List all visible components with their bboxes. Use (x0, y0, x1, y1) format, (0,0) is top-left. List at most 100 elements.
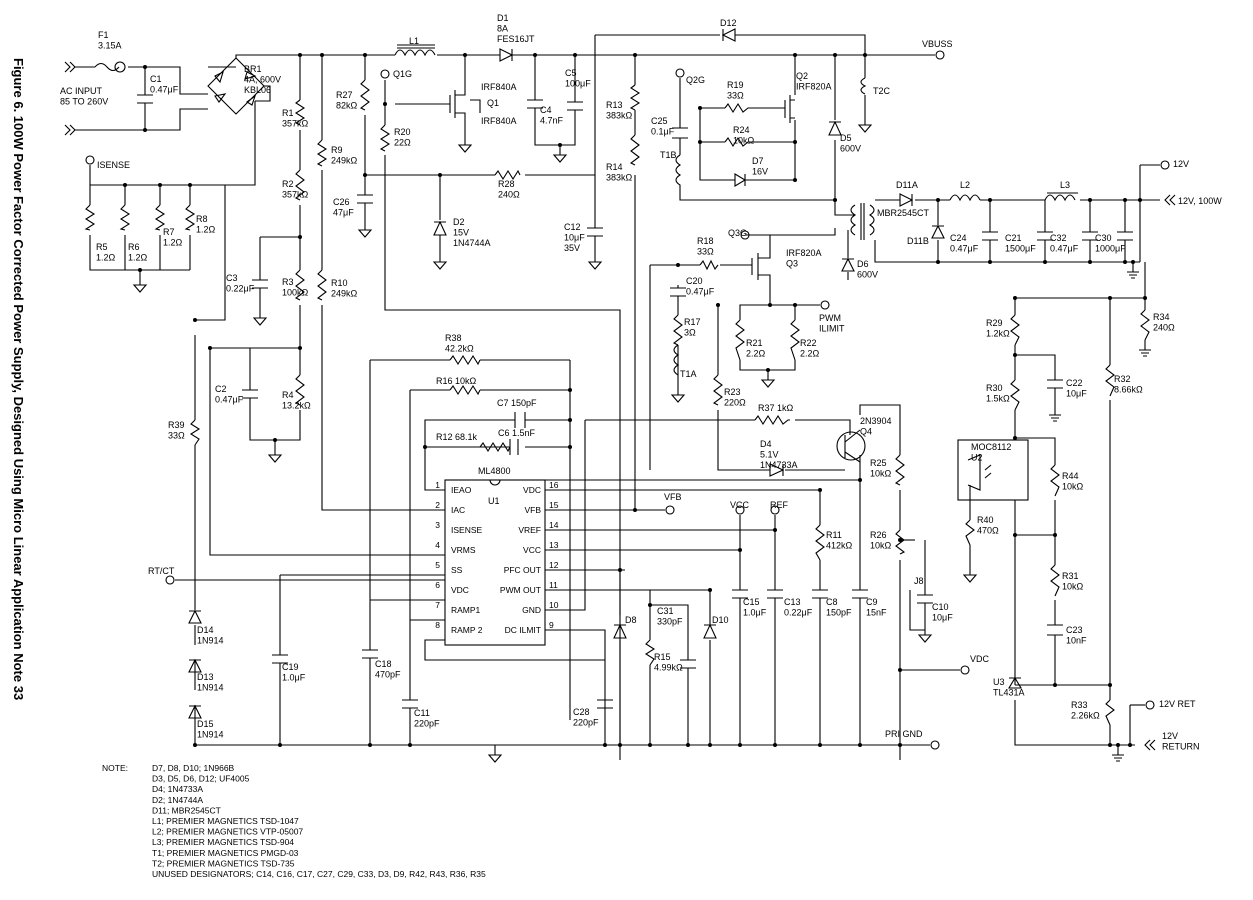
label-j8: J8 (914, 576, 924, 586)
ic-pin-name: RAMP 2 (451, 625, 483, 635)
label-ref: REF (770, 500, 789, 510)
label-d12: D12 (720, 18, 737, 28)
label-rtct: RT/CT (148, 566, 175, 576)
label-out-12v-100w: 12V, 100W (1178, 196, 1222, 206)
ic-pin-name: PFC OUT (504, 565, 541, 575)
ic-pin-number: 8 (435, 620, 440, 630)
ic-pin-name: RAMP1 (451, 605, 481, 615)
label-d11a: D11A (896, 180, 918, 190)
label-c6: C6 1.5nF (498, 428, 536, 438)
ic-pin-number: 5 (435, 560, 440, 570)
ic-pin-number: 9 (549, 620, 554, 630)
ground-symbols (132, 124, 1151, 763)
figure-title: Figure 6. 100W Power Factor Corrected Po… (11, 58, 26, 700)
ic-pin-number: 2 (435, 500, 440, 510)
ic-pin-number: 4 (435, 540, 440, 550)
ic-pin-name: VREF (518, 525, 541, 535)
ml4800-ic (444, 479, 546, 646)
note-line: L1; PREMIER MAGNETICS TSD-1047 (152, 816, 299, 826)
notes-heading: NOTE: (102, 763, 128, 773)
junction-dots (123, 53, 1147, 747)
ic-pin-number: 7 (435, 600, 440, 610)
label-pri-gnd: PRI GND (885, 729, 923, 739)
label-vdc: VDC (970, 654, 990, 664)
label-l2: L2 (960, 180, 970, 190)
ic-pin-name: IEAO (451, 485, 472, 495)
ic-pin-name: VCC (523, 545, 541, 555)
ic-name: ML4800 (478, 466, 511, 476)
label-r16: R16 10kΩ (436, 376, 477, 386)
label-d11-part: MBR2545CT (877, 208, 930, 218)
ic-pin-name: VRMS (451, 545, 476, 555)
bridge-rectifier (207, 57, 271, 115)
note-line: D11; MBR2545CT (152, 805, 221, 815)
diode-symbols (188, 28, 1022, 719)
label-q1-part-b: IRF840A (481, 116, 517, 126)
ic-pin-name: SS (451, 565, 463, 575)
ic-pin-name: IAC (451, 505, 465, 515)
note-line: T2; PREMIER MAGNETICS TSD-735 (152, 858, 295, 868)
transistor-symbols (449, 90, 866, 463)
label-vfb: VFB (664, 492, 682, 502)
label-q3g: Q3G (728, 228, 747, 238)
label-ret-12v: 12V RET (1159, 699, 1196, 709)
note-line: D4; 1N4733A (152, 784, 203, 794)
ic-pin-number: 6 (435, 580, 440, 590)
label-l1: L1 (409, 36, 419, 46)
ic-pin-name: VDC (451, 585, 469, 595)
label-t1b: T1B (660, 150, 677, 160)
ic-pin-number: 16 (549, 480, 559, 490)
label-l3: L3 (1060, 180, 1070, 190)
label-q2g: Q2G (686, 75, 705, 85)
label-d8: D8 (625, 615, 637, 625)
optocoupler-symbols (957, 439, 1029, 501)
label-c7: C7 150pF (497, 398, 537, 408)
ic-pin-number: 14 (549, 520, 559, 530)
label-isense: ISENSE (97, 160, 130, 170)
note-line: L3; PREMIER MAGNETICS TSD-904 (152, 837, 294, 847)
label-r37: R37 1kΩ (758, 403, 794, 413)
ic-pin-number: 15 (549, 500, 559, 510)
note-line: D3, D5, D6, D12; UF4005 (152, 774, 250, 784)
